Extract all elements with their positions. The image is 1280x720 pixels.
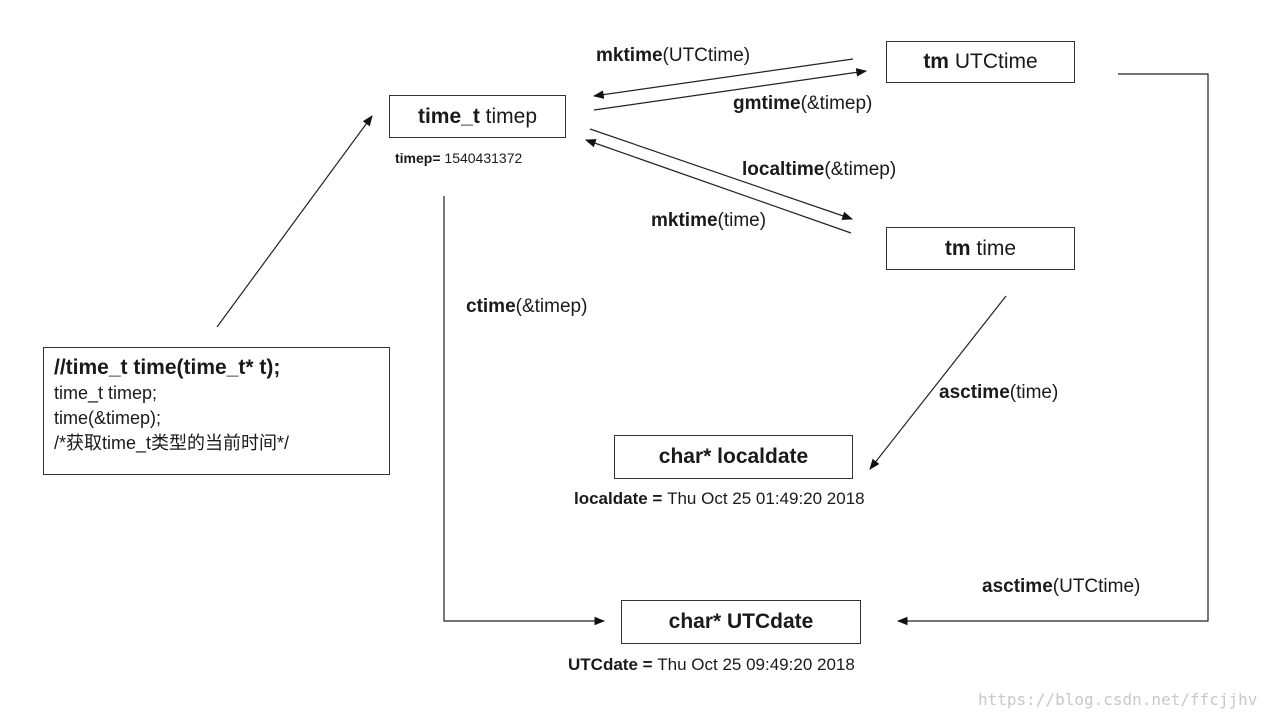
watermark-url: https://blog.csdn.net/ffcjjhv [978,690,1258,709]
edge-label-gmtime: gmtime(&timep) [733,93,872,115]
value-text: Thu Oct 25 09:49:20 2018 [657,655,855,674]
edge-label-asctime-time: asctime(time) [939,382,1058,404]
edge-fn: asctime [982,576,1053,597]
arrow-code-to-timet [216,115,373,328]
node-type: time_t [417,104,480,128]
edge-label-mktime-time: mktime(time) [651,210,766,232]
node-type: tm [944,236,971,260]
node-type: tm [923,50,949,73]
arrow-mktime-local [584,139,852,234]
arrow-gmtime [593,68,868,111]
code-snippet-box: //time_t time(time_t* t); time_t timep; … [43,347,390,475]
edge-arg: (&timep) [800,93,873,114]
arrow-mktime-utc [592,58,854,99]
edge-arg: (UTCtime) [662,45,751,66]
timep-value-label: timep= 1540431372 [395,150,522,166]
node-name: localdate [717,445,809,468]
localdate-value-label: localdate = Thu Oct 25 01:49:20 2018 [574,489,865,509]
edge-label-ctime: ctime(&timep) [466,296,587,318]
node-name: time [976,236,1017,260]
node-type: char* [658,445,712,468]
edge-arg: (&timep) [515,296,588,317]
code-line: time_t timep; [54,383,158,403]
edge-fn: ctime [466,296,516,317]
edge-fn: gmtime [733,93,801,114]
value-text: 1540431372 [444,150,523,166]
edge-arg: (&timep) [824,159,897,180]
node-type: char* [668,610,722,633]
value-key: timep= [395,150,441,166]
utcdate-value-label: UTCdate = Thu Oct 25 09:49:20 2018 [568,655,855,675]
edge-fn: localtime [742,159,825,180]
arrow-ctime [443,196,606,626]
code-line: time(&timep); [54,408,162,428]
node-time-t-timep: time_t timep [389,95,566,138]
node-tm-utctime: tm UTCtime [886,41,1075,83]
edge-arg: (time) [717,210,767,231]
node-name: UTCdate [727,610,814,633]
edge-arg: (UTCtime) [1052,576,1141,597]
node-tm-time: tm time [886,227,1075,270]
edge-fn: mktime [596,45,663,66]
edge-label-mktime-utctime: mktime(UTCtime) [596,45,750,67]
arrow-asctime-local [869,295,1007,470]
code-title: //time_t time(time_t* t); [54,356,281,379]
arrow-localtime [589,128,854,220]
value-key: localdate = [574,489,663,508]
edge-label-localtime: localtime(&timep) [742,159,896,181]
edge-arg: (time) [1009,382,1059,403]
edge-fn: mktime [651,210,718,231]
node-char-utcdate: char* UTCdate [621,600,861,644]
arrow-asctime-utc [896,73,1209,626]
node-name: timep [485,104,538,128]
value-text: Thu Oct 25 01:49:20 2018 [667,489,865,508]
value-key: UTCdate = [568,655,653,674]
node-char-localdate: char* localdate [614,435,853,479]
edge-label-asctime-utctime: asctime(UTCtime) [982,576,1140,598]
edge-fn: asctime [939,382,1010,403]
node-name: UTCtime [954,50,1038,73]
code-line: /*获取time_t类型的当前时间*/ [54,433,290,453]
